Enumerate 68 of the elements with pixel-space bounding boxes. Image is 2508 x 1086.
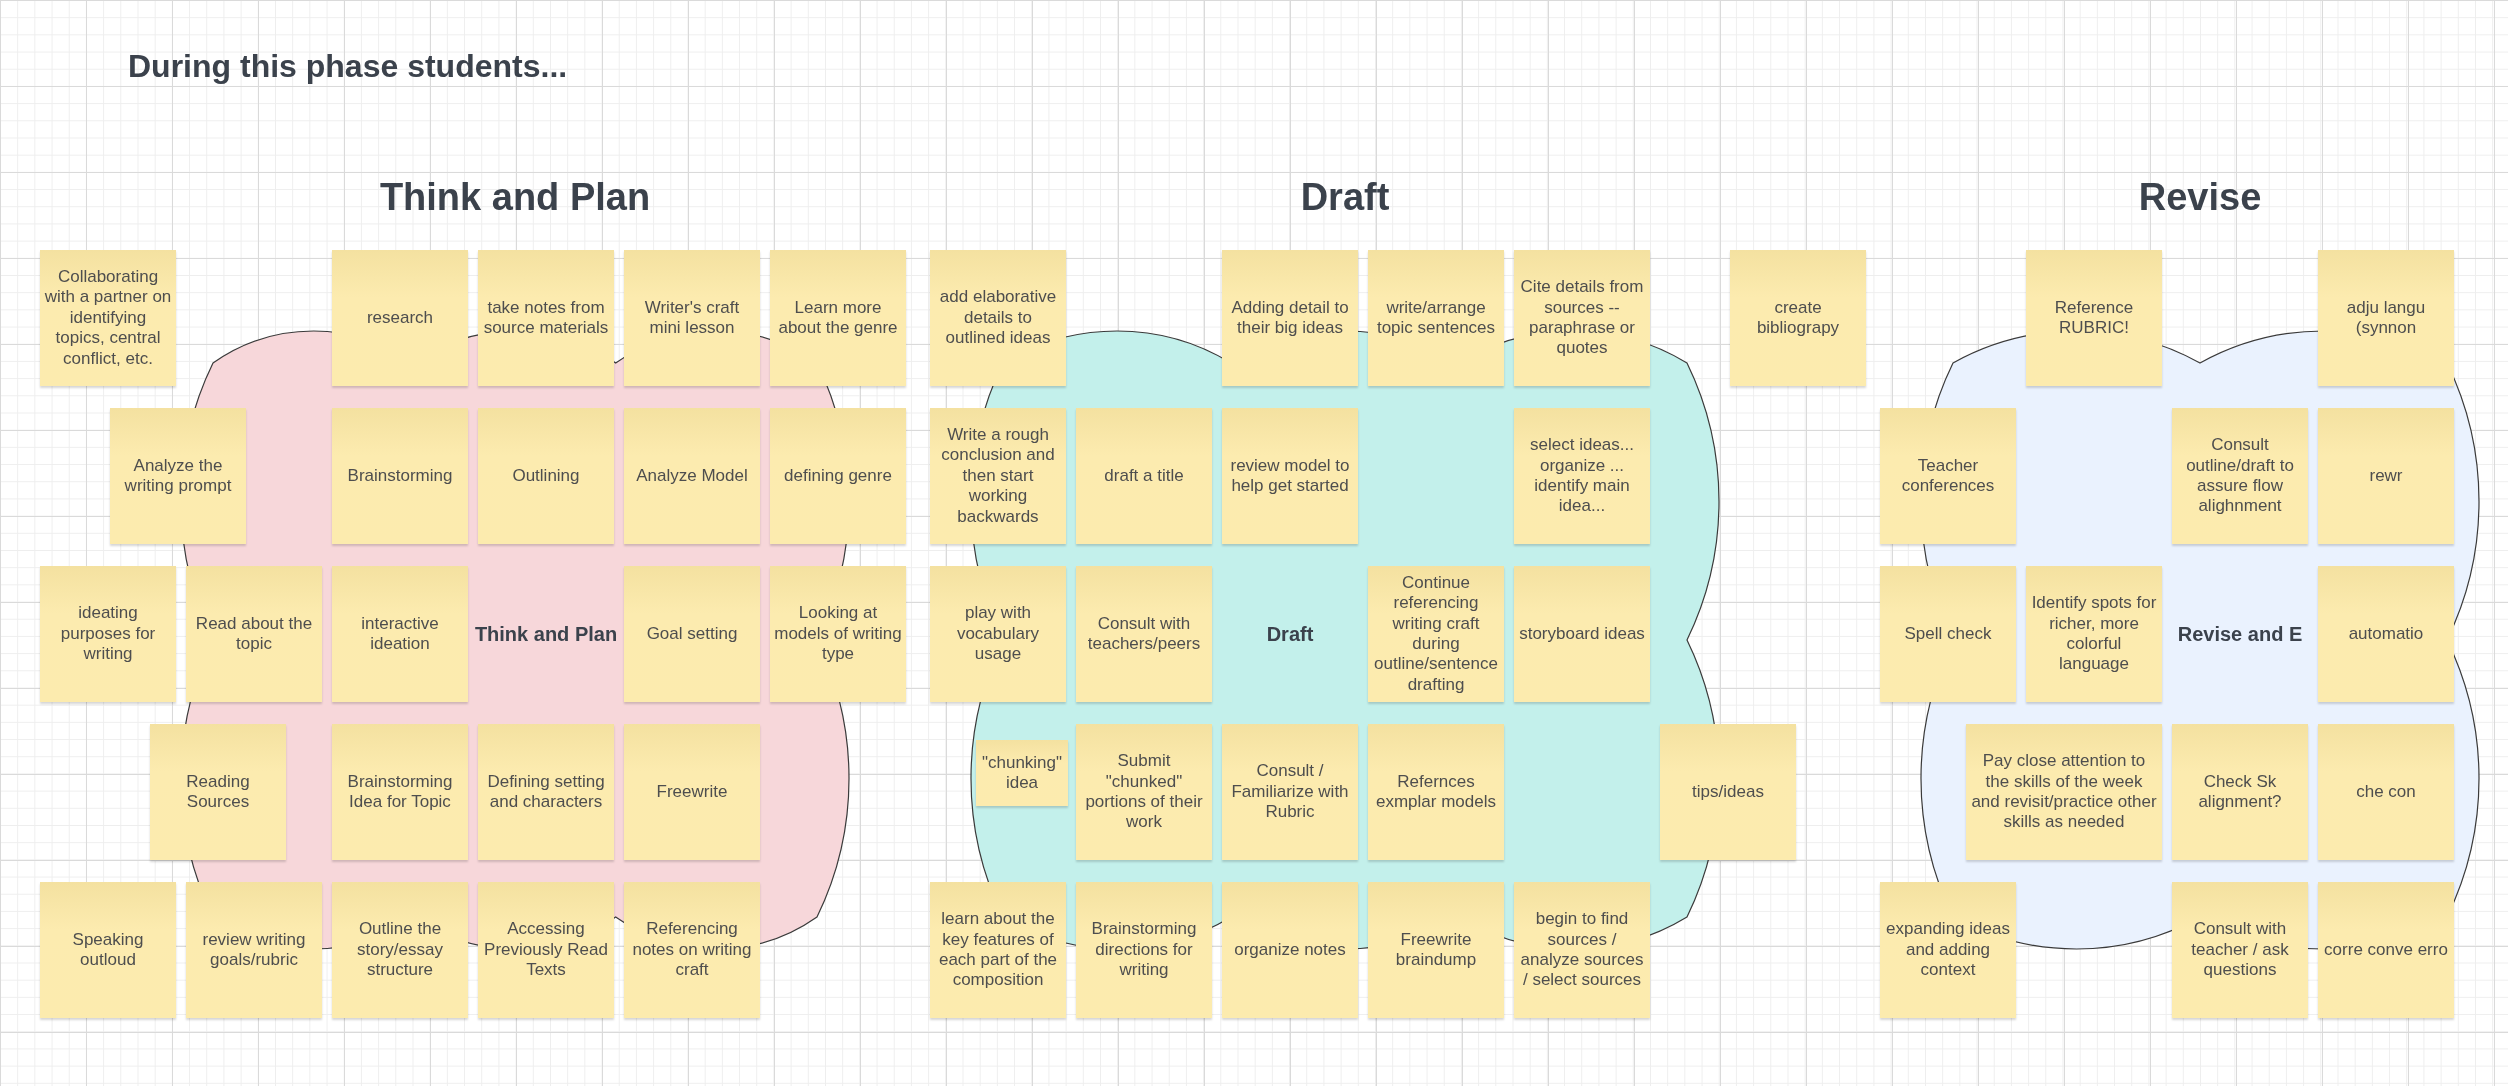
- sticky-note: Brainstorming: [332, 408, 468, 544]
- sticky-note: "chunking" idea: [976, 740, 1068, 806]
- sticky-note: write/arrange topic sentences: [1368, 250, 1504, 386]
- sticky-note: learn about the key features of each part of the composition: [930, 882, 1066, 1018]
- sticky-note: tips/ideas: [1660, 724, 1796, 860]
- sticky-note: interactive ideation: [332, 566, 468, 702]
- sticky-note: Identify spots for richer, more colorful language: [2026, 566, 2162, 702]
- sticky-note: Brainstorming directions for writing: [1076, 882, 1212, 1018]
- sticky-note: Looking at models of writing type: [770, 566, 906, 702]
- sticky-note: Analyze the writing prompt: [110, 408, 246, 544]
- sticky-note: Writer's craft mini lesson: [624, 250, 760, 386]
- sticky-note: ideating purposes for writing: [40, 566, 176, 702]
- sticky-note: Continue referencing writing craft during outline/sentence drafting: [1368, 566, 1504, 702]
- sticky-note: storyboard ideas: [1514, 566, 1650, 702]
- cloud-label: Think and Plan: [474, 622, 618, 646]
- sticky-note: take notes from source materials: [478, 250, 614, 386]
- sticky-note: adju langu (synnon: [2318, 250, 2454, 386]
- sticky-note: Brainstorming Idea for Topic: [332, 724, 468, 860]
- sticky-note: play with vocabulary usage: [930, 566, 1066, 702]
- sticky-note: Consult with teacher / ask questions: [2172, 882, 2308, 1018]
- sticky-note: Teacher conferences: [1880, 408, 2016, 544]
- sticky-note: Write a rough conclusion and then start working backwards: [930, 408, 1066, 544]
- sticky-note: organize notes: [1222, 882, 1358, 1018]
- sticky-note: rewr: [2318, 408, 2454, 544]
- sticky-note: Refernces exmplar models: [1368, 724, 1504, 860]
- column-heading: Revise: [2138, 176, 2262, 220]
- sticky-note: Goal setting: [624, 566, 760, 702]
- sticky-note: Analyze Model: [624, 408, 760, 544]
- sticky-note: Outline the story/essay structure: [332, 882, 468, 1018]
- sticky-note: Reading Sources: [150, 724, 286, 860]
- sticky-note: Accessing Previously Read Texts: [478, 882, 614, 1018]
- sticky-note: select ideas... organize ... identify main idea...: [1514, 408, 1650, 544]
- sticky-note: corre conve erro: [2318, 882, 2454, 1018]
- page-heading: During this phase students...: [128, 47, 568, 85]
- column-heading: Think and Plan: [379, 176, 651, 220]
- sticky-note: Freewrite braindump: [1368, 882, 1504, 1018]
- sticky-note: research: [332, 250, 468, 386]
- sticky-note: Consult with teachers/peers: [1076, 566, 1212, 702]
- sticky-note: Learn more about the genre: [770, 250, 906, 386]
- sticky-note: Spell check: [1880, 566, 2016, 702]
- sticky-note: defining genre: [770, 408, 906, 544]
- sticky-note: expanding ideas and adding context: [1880, 882, 2016, 1018]
- sticky-note: che con: [2318, 724, 2454, 860]
- sticky-note: Speaking outloud: [40, 882, 176, 1018]
- sticky-note: Cite details from sources -- paraphrase or quotes: [1514, 250, 1650, 386]
- sticky-note: Pay close attention to the skills of the week and revisit/practice other skills as needed: [1966, 724, 2162, 860]
- sticky-note: Outlining: [478, 408, 614, 544]
- sticky-note: Adding detail to their big ideas: [1222, 250, 1358, 386]
- sticky-note: begin to find sources / analyze sources / select sources: [1514, 882, 1650, 1018]
- sticky-note: Freewrite: [624, 724, 760, 860]
- sticky-note: Check Sk alignment?: [2172, 724, 2308, 860]
- sticky-note: review model to help get started: [1222, 408, 1358, 544]
- sticky-note: Collaborating with a partner on identifying topics, central conflict, etc.: [40, 250, 176, 386]
- sticky-note: draft a title: [1076, 408, 1212, 544]
- sticky-note: Referencing notes on writing craft: [624, 882, 760, 1018]
- sticky-note: automatio: [2318, 566, 2454, 702]
- cloud-label: Draft: [1266, 622, 1314, 646]
- cloud-label: Revise and E: [2177, 622, 2303, 646]
- sticky-note: Consult / Familiarize with Rubric: [1222, 724, 1358, 860]
- sticky-note: Defining setting and characters: [478, 724, 614, 860]
- sticky-note: review writing goals/rubric: [186, 882, 322, 1018]
- sticky-note: create bibliograpy: [1730, 250, 1866, 386]
- sticky-note: Submit "chunked" portions of their work: [1076, 724, 1212, 860]
- sticky-note: add elaborative details to outlined ideas: [930, 250, 1066, 386]
- sticky-note: Consult outline/draft to assure flow alighnment: [2172, 408, 2308, 544]
- sticky-note: Reference RUBRIC!: [2026, 250, 2162, 386]
- sticky-note: Read about the topic: [186, 566, 322, 702]
- column-heading: Draft: [1300, 176, 1390, 220]
